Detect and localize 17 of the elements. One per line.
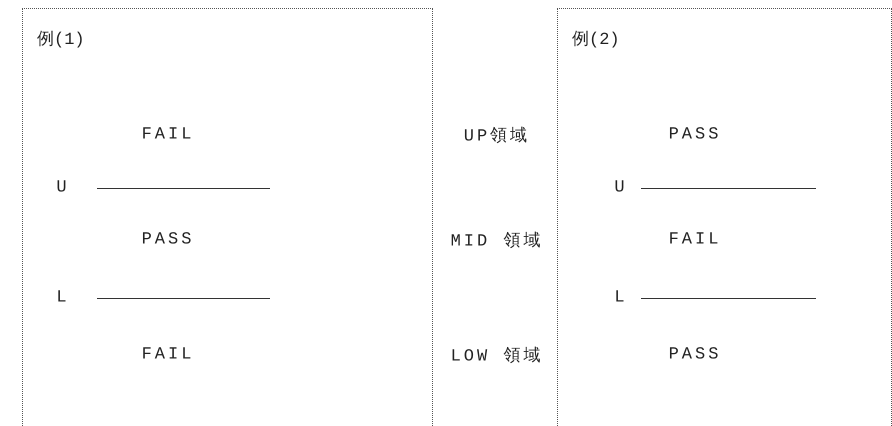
result-label: FAIL bbox=[142, 346, 194, 364]
example-panel bbox=[22, 8, 433, 426]
result-label: PASS bbox=[668, 126, 722, 144]
threshold-label: L bbox=[56, 288, 70, 308]
threshold-label: U bbox=[614, 178, 628, 198]
result-label: FAIL bbox=[668, 230, 722, 250]
threshold-label: L bbox=[614, 288, 628, 308]
region-label: UP領域 bbox=[464, 126, 530, 146]
example-panel bbox=[557, 8, 892, 426]
panel-heading: 例(1) bbox=[37, 30, 85, 50]
region-label: MID 領域 bbox=[450, 230, 544, 252]
result-label: PASS bbox=[668, 346, 722, 364]
threshold-label: U bbox=[56, 178, 70, 198]
result-label: PASS bbox=[142, 230, 194, 250]
panel-heading: 例(2) bbox=[572, 30, 620, 50]
result-label: FAIL bbox=[142, 126, 194, 144]
region-label: LOW 領域 bbox=[450, 346, 544, 366]
